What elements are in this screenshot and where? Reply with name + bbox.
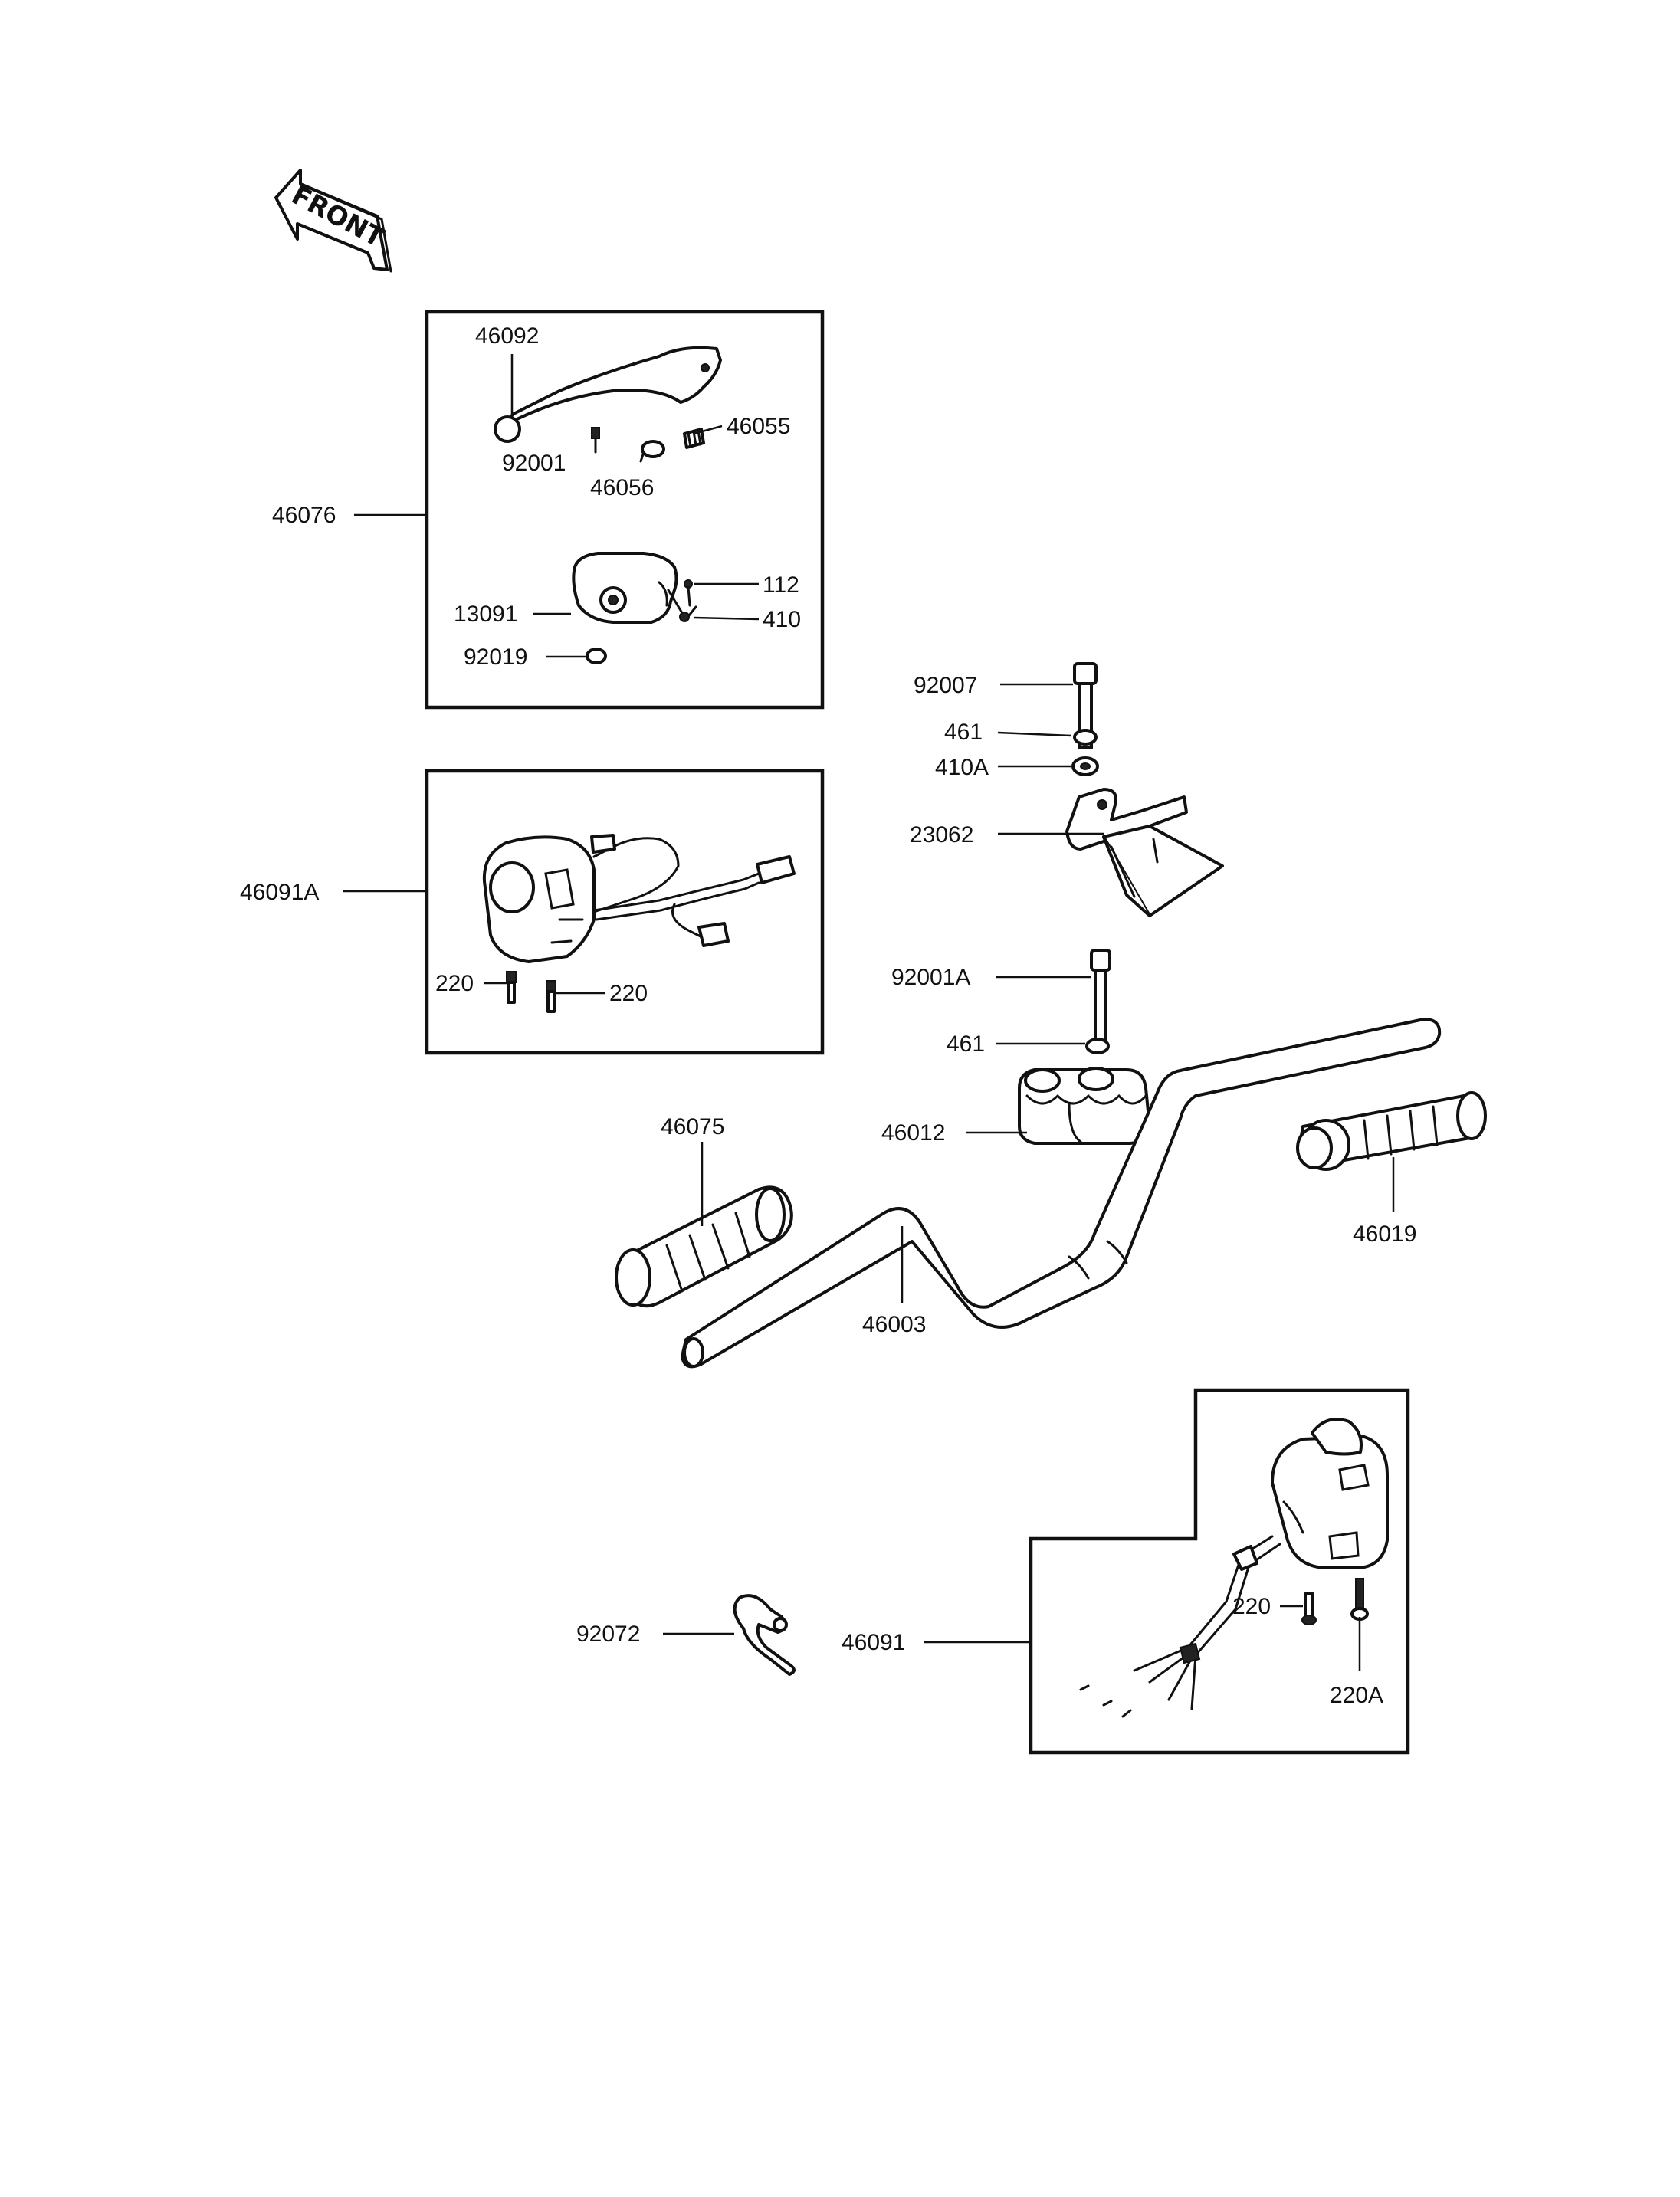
switch-screw-220-part — [1301, 1592, 1317, 1625]
leader-lines — [343, 354, 1395, 1671]
left-grip-46075-part — [615, 1185, 793, 1308]
label-220-left: 220 — [435, 971, 474, 996]
left-switch-box — [1029, 1388, 1410, 1755]
lever-assembly-box — [425, 310, 825, 710]
label-92072: 92072 — [576, 1622, 640, 1647]
brake-lever-part — [494, 346, 722, 443]
label-46092: 46092 — [475, 323, 539, 349]
washer-part — [639, 440, 665, 463]
right-switch-housing-part — [482, 835, 596, 963]
wire-clamp-92072-part — [733, 1594, 796, 1676]
label-220-right: 220 — [609, 981, 648, 1006]
clamp-screw-part — [667, 579, 697, 622]
handlebar-holder-46012-part — [1018, 1067, 1151, 1145]
label-410: 410 — [763, 607, 801, 632]
label-461-upper: 461 — [944, 720, 983, 745]
label-46012: 46012 — [881, 1120, 945, 1146]
switch-screw-part-a — [506, 971, 517, 1004]
label-46019: 46019 — [1353, 1221, 1416, 1247]
lock-washer-461a-part — [1073, 729, 1098, 746]
bracket-23062-part — [1065, 788, 1224, 917]
label-46075: 46075 — [661, 1114, 724, 1139]
label-46091: 46091 — [842, 1630, 905, 1655]
left-switch-wiring-part — [1079, 1535, 1281, 1718]
left-switch-housing-part — [1271, 1418, 1389, 1569]
label-92001a: 92001A — [891, 965, 970, 990]
pivot-bolt-part — [591, 427, 600, 454]
label-13091: 13091 — [454, 602, 517, 627]
nut-part — [586, 648, 607, 664]
washer-410a-part — [1071, 756, 1099, 776]
switch-screw-220a-part — [1350, 1578, 1369, 1621]
label-23062: 23062 — [910, 822, 973, 848]
switch-screw-part-b — [546, 980, 556, 1013]
part-labels: 46092 92001 46055 46056 46076 112 13091 … — [240, 323, 1416, 1708]
label-220a: 220A — [1330, 1683, 1383, 1708]
lever-holder-part — [572, 552, 678, 624]
bolt-92001a-part — [1090, 949, 1111, 1042]
right-switch-wiring-part — [590, 834, 796, 947]
label-46091a: 46091A — [240, 880, 319, 905]
lock-washer-461b-part — [1085, 1038, 1110, 1054]
label-92019: 92019 — [464, 644, 527, 670]
label-92007: 92007 — [914, 673, 977, 698]
label-46003: 46003 — [862, 1312, 926, 1337]
right-grip-46019-part — [1296, 1091, 1487, 1171]
label-410a: 410A — [935, 755, 989, 780]
label-461-lower: 461 — [947, 1031, 985, 1057]
label-46055: 46055 — [727, 414, 790, 439]
right-switch-box — [425, 769, 825, 1055]
label-92001: 92001 — [502, 451, 566, 476]
label-112: 112 — [763, 572, 799, 598]
label-220-bottom: 220 — [1232, 1594, 1271, 1619]
label-46076: 46076 — [272, 503, 336, 528]
handlebar-46003-part — [681, 1018, 1442, 1369]
label-46056: 46056 — [590, 475, 654, 500]
front-arrow-icon: FRONT — [274, 169, 392, 273]
